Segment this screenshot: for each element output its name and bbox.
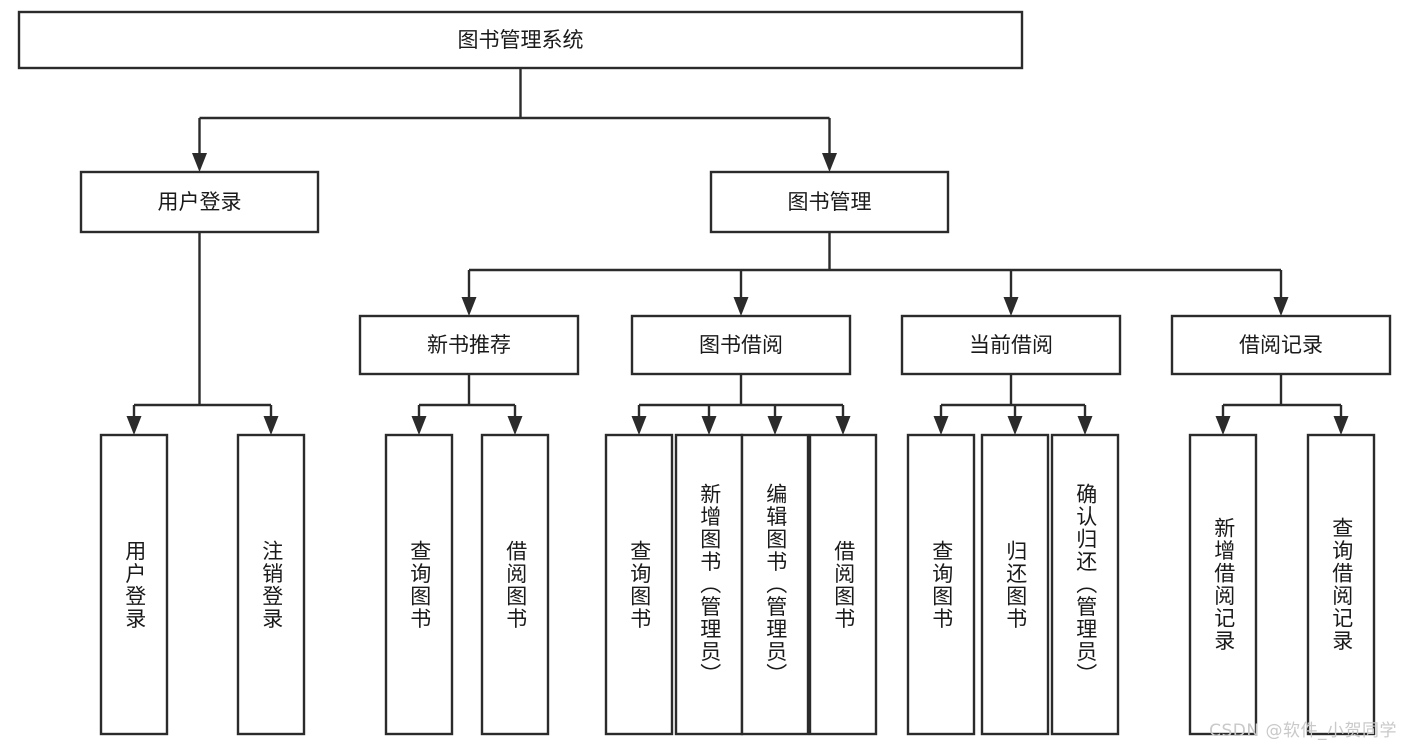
arrow-head-icon [1077, 416, 1093, 435]
arrow-head-icon [701, 416, 717, 435]
watermark-text: CSDN @软件_小贺同学 [1209, 721, 1397, 741]
arrow-head-icon [1273, 297, 1289, 316]
node-level3-label-1: 图书借阅 [699, 333, 783, 357]
node-level3-label-0: 新书推荐 [427, 333, 511, 357]
arrow-head-icon [507, 416, 523, 435]
node-level2-label-1: 图书管理 [788, 190, 872, 214]
connectors-layer [126, 68, 1349, 435]
arrow-head-icon [192, 153, 207, 172]
node-level2-box-1[interactable] [709, 170, 950, 234]
boxes-layer [17, 10, 1392, 736]
arrow-head-icon [263, 416, 279, 435]
arrow-head-icon [733, 297, 749, 316]
node-level3-label-2: 当前借阅 [969, 333, 1053, 357]
leaf-box-5[interactable] [674, 433, 744, 736]
node-level2-label-0: 用户登录 [158, 190, 242, 214]
arrow-head-icon [933, 416, 949, 435]
arrow-head-icon [1007, 416, 1023, 435]
leaf-box-8[interactable] [906, 433, 976, 736]
leaf-box-0[interactable] [99, 433, 169, 736]
leaf-box-3[interactable] [480, 433, 550, 736]
leaf-box-7[interactable] [808, 433, 878, 736]
leaf-box-11[interactable] [1188, 433, 1258, 736]
node-level3-box-0[interactable] [358, 314, 580, 376]
node-level3-box-3[interactable] [1170, 314, 1392, 376]
arrow-head-icon [835, 416, 851, 435]
leaf-box-1[interactable] [236, 433, 306, 736]
node-root-label: 图书管理系统 [458, 28, 584, 52]
arrow-head-icon [1333, 416, 1349, 435]
arrow-head-icon [1215, 416, 1231, 435]
node-level3-box-1[interactable] [630, 314, 852, 376]
arrow-head-icon [767, 416, 783, 435]
arrow-head-icon [126, 416, 142, 435]
node-level2-box-0[interactable] [79, 170, 320, 234]
leaf-box-10[interactable] [1050, 433, 1120, 736]
arrow-head-icon [411, 416, 427, 435]
arrow-head-icon [1003, 297, 1019, 316]
arrow-head-icon [631, 416, 647, 435]
node-level3-label-3: 借阅记录 [1239, 333, 1323, 357]
node-root-box[interactable] [17, 10, 1024, 70]
leaf-box-4[interactable] [604, 433, 674, 736]
node-level3-box-2[interactable] [900, 314, 1122, 376]
leaf-box-9[interactable] [980, 433, 1050, 736]
leaf-box-12[interactable] [1306, 433, 1376, 736]
arrow-head-icon [461, 297, 477, 316]
leaf-box-2[interactable] [384, 433, 454, 736]
leaf-box-6[interactable] [740, 433, 810, 736]
arrow-head-icon [822, 153, 837, 172]
